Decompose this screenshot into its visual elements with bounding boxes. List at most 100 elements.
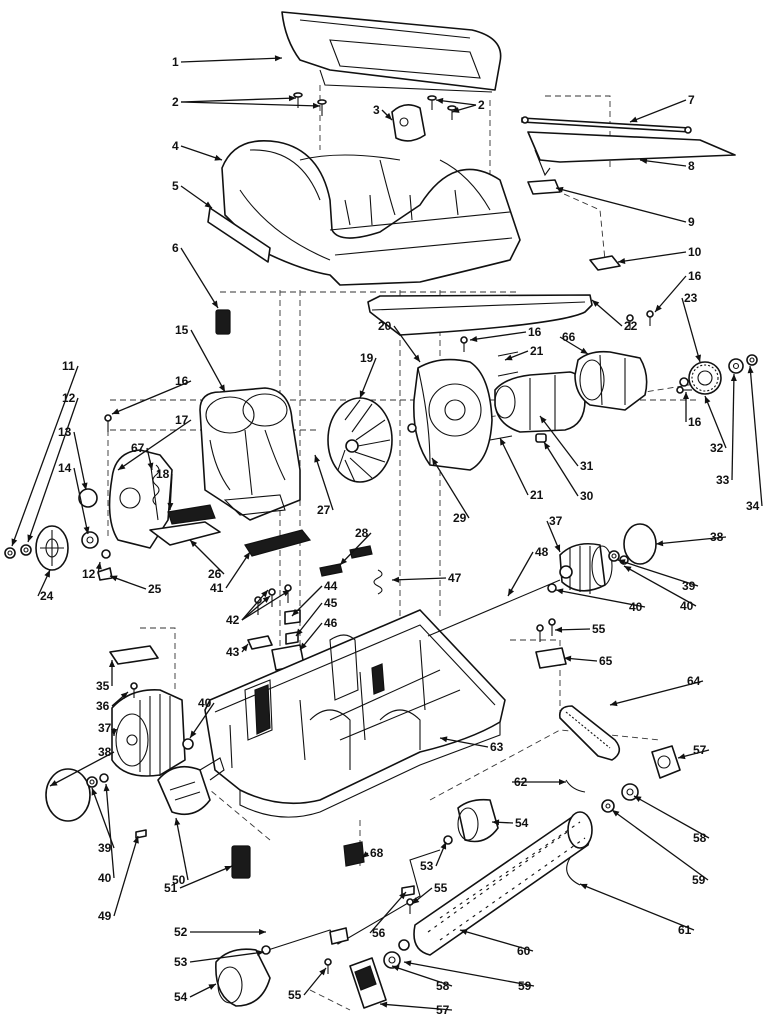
leader-arrowhead-33	[730, 374, 737, 382]
leader-line-50	[175, 817, 189, 881]
leader-arrowhead-16	[655, 304, 662, 312]
fan-housing-part	[199, 387, 301, 521]
leader-arrowhead-16	[683, 392, 689, 399]
leader-arrowhead-40	[103, 784, 110, 792]
callout-label-42: 42	[226, 613, 240, 627]
callout-label-2: 2	[478, 98, 485, 112]
leader-arrowhead-34	[747, 366, 754, 374]
leader-line-63	[439, 737, 489, 748]
callout-label-30: 30	[580, 489, 594, 503]
leader-line-30	[543, 441, 579, 497]
leader-arrowhead-57	[380, 1001, 388, 1008]
leader-line-27	[314, 454, 334, 511]
rear-wheel-part-top	[457, 798, 499, 843]
rear-wheel-part-bottom	[215, 948, 271, 1007]
callout-label-24: 24	[40, 589, 54, 603]
callout-label-53: 53	[174, 955, 188, 969]
callout-label-40: 40	[629, 600, 643, 614]
callout-label-8: 8	[688, 159, 695, 173]
leader-arrowhead-26	[190, 540, 198, 548]
callout-label-16: 16	[688, 415, 702, 429]
callout-label-37: 37	[549, 514, 563, 528]
leader-arrowhead-46	[300, 642, 307, 650]
leader-arrowhead-51	[224, 865, 232, 872]
leader-line-33	[731, 373, 735, 481]
leader-arrowhead-8	[640, 157, 648, 164]
leader-arrowhead-56	[399, 892, 406, 900]
leader-arrowhead-23	[695, 354, 701, 362]
callout-label-21: 21	[530, 488, 544, 502]
leader-arrowhead-38	[50, 780, 58, 786]
callout-label-16: 16	[175, 374, 189, 388]
small-screw-parts	[104, 310, 692, 443]
leader-line-44	[291, 585, 323, 617]
leader-arrowhead-54	[492, 819, 500, 826]
leader-line-6	[180, 247, 219, 309]
cord-clip-part	[167, 504, 216, 525]
callout-label-11: 11	[62, 359, 75, 373]
leader-arrowhead-38	[656, 540, 664, 547]
leader-line-57	[379, 1003, 453, 1011]
leader-arrowhead-47	[392, 576, 400, 583]
callout-label-31: 31	[580, 459, 594, 473]
callout-label-28: 28	[355, 526, 369, 540]
leader-arrowhead-55	[412, 897, 420, 904]
callout-label-16: 16	[688, 269, 702, 283]
leader-line-2	[180, 101, 321, 107]
leader-arrowhead-61	[580, 883, 588, 890]
leader-arrowhead-12	[27, 534, 34, 542]
leader-arrowhead-39	[618, 559, 626, 566]
callout-label-43: 43	[226, 645, 240, 659]
callout-label-32: 32	[710, 441, 724, 455]
motor-hood-part	[221, 140, 521, 286]
leader-line-34	[749, 365, 763, 507]
leader-line-61	[579, 883, 695, 931]
leader-arrowhead-37	[554, 544, 561, 552]
leader-arrowhead-3	[384, 112, 392, 120]
leader-line-48	[507, 551, 534, 597]
callout-label-57: 57	[436, 1003, 450, 1017]
leader-arrowhead-55	[319, 968, 326, 976]
callout-label-52: 52	[174, 925, 188, 939]
leader-arrowhead-31	[540, 416, 547, 424]
fan-wheel-part-left	[111, 689, 186, 777]
leader-line-40	[189, 702, 215, 739]
leader-arrowhead-42	[282, 590, 290, 597]
leader-line-21	[499, 437, 529, 496]
fan-impeller-part	[327, 397, 393, 483]
callout-label-48: 48	[535, 545, 549, 559]
callout-label-51: 51	[164, 881, 178, 895]
leader-line-53	[189, 951, 265, 963]
spring-part	[152, 464, 160, 506]
leader-arrowhead-2	[436, 97, 444, 104]
leader-arrowhead-49	[133, 836, 139, 844]
wheel-cap-part-right	[623, 523, 657, 565]
leader-arrowhead-28	[340, 557, 348, 565]
leader-line-13	[73, 431, 87, 491]
filter-part	[215, 309, 231, 335]
alignment-line	[140, 627, 176, 690]
leader-arrowhead-11	[11, 538, 18, 546]
vent-grille-part	[231, 845, 251, 879]
leader-line-32	[704, 395, 727, 449]
leader-arrowhead-67	[147, 462, 154, 470]
leader-arrowhead-68	[362, 851, 370, 858]
leader-arrowhead-59	[612, 810, 620, 817]
leader-line-58	[391, 965, 453, 987]
callout-label-1: 1	[172, 55, 179, 69]
leader-line-8	[639, 159, 687, 167]
callout-label-66: 66	[562, 330, 576, 344]
wheel-cap-part	[78, 488, 98, 508]
leader-arrowhead-37	[111, 729, 117, 736]
leader-arrowhead-36	[120, 692, 128, 699]
pedal-screw-part	[130, 682, 138, 698]
leader-line-15	[190, 329, 226, 393]
callout-label-38: 38	[710, 530, 724, 544]
callout-label-27: 27	[317, 503, 331, 517]
callout-label-9: 9	[688, 215, 695, 229]
leader-line-11	[11, 365, 79, 547]
cover-plate-part	[527, 131, 736, 177]
washer-parts-left	[4, 544, 113, 581]
